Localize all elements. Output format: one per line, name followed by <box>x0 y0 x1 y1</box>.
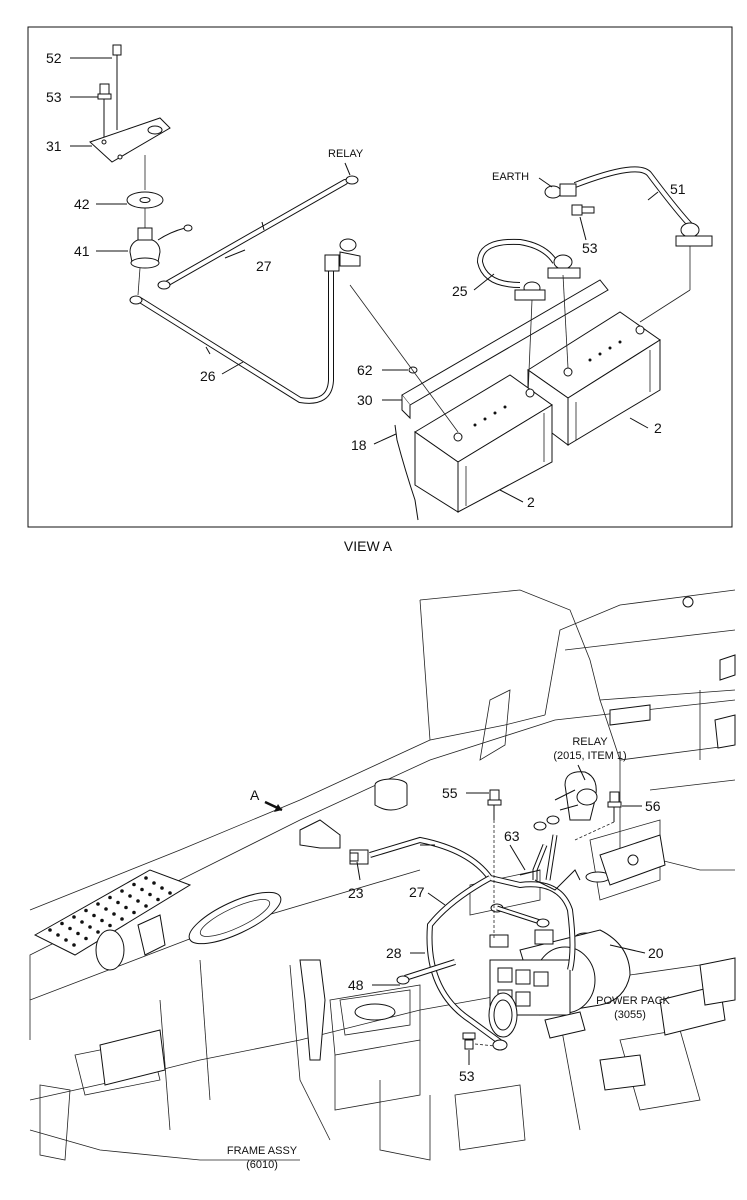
plate-hole <box>132 910 136 915</box>
relay-icon <box>554 771 598 821</box>
plate-hole <box>48 928 52 932</box>
plate-hole <box>104 907 108 911</box>
callout-26: 26 <box>200 368 216 384</box>
callout-28: 28 <box>386 945 402 961</box>
plate-hole <box>120 917 124 921</box>
bolt-52-icon <box>112 44 122 130</box>
power-pack-label-line1: POWER PACK <box>596 995 670 1007</box>
callout-62: 62 <box>357 362 373 378</box>
frame-assy-label-line1: FRAME ASSY <box>227 1145 298 1157</box>
callout-56: 56 <box>645 798 661 814</box>
callout-a: A <box>250 787 260 803</box>
plate-hole <box>88 925 92 929</box>
callout-25: 25 <box>452 283 468 299</box>
washer-42-icon <box>126 191 164 228</box>
bracket-31-icon <box>89 117 171 190</box>
callout-52: 52 <box>46 50 62 66</box>
plate-hole <box>72 915 76 919</box>
callout-53-top: 53 <box>46 89 62 105</box>
callout-31: 31 <box>46 138 62 154</box>
plate-hole <box>144 904 148 908</box>
plate-hole <box>152 881 156 885</box>
frame-bosses <box>95 596 736 1091</box>
cable-26-icon <box>129 238 361 404</box>
plate-hole <box>64 938 68 942</box>
callout-20: 20 <box>648 945 664 961</box>
callout-48: 48 <box>348 977 364 993</box>
plate-hole <box>132 882 136 887</box>
callout-2-right: 2 <box>654 420 662 436</box>
callout-55: 55 <box>442 785 458 801</box>
plate-hole <box>148 892 152 897</box>
bolt-53-icon <box>97 83 112 140</box>
callout-53: 53 <box>459 1068 475 1084</box>
plate-hole <box>56 933 60 937</box>
frame-assy-view: A 55 56 63 23 27 28 48 20 53 RELAY (2015… <box>29 589 736 1171</box>
plate-hole <box>112 912 116 916</box>
battery-right-icon <box>527 274 661 446</box>
power-pack-label-line2: (3055) <box>614 1009 646 1021</box>
battery-switch-41-icon <box>129 224 193 296</box>
frame-leaders <box>356 764 646 1065</box>
plate-hole <box>108 895 112 900</box>
perforated-plate-icon <box>33 869 192 956</box>
power-pack-icon <box>488 929 631 1039</box>
callout-27: 27 <box>409 884 425 900</box>
view-a-caption: VIEW A <box>344 538 393 554</box>
plate-hole <box>156 897 160 902</box>
callout-18: 18 <box>351 437 367 453</box>
plate-hole <box>124 905 128 910</box>
plate-hole <box>96 902 100 906</box>
plate-hole <box>72 943 76 947</box>
callout-27: 27 <box>256 258 272 274</box>
battery-bracket-30-icon <box>394 279 609 521</box>
plate-hole <box>108 923 112 928</box>
plate-hole <box>60 921 64 926</box>
plate-hole <box>68 926 72 931</box>
plate-hole <box>168 891 172 895</box>
callout-63: 63 <box>504 828 520 844</box>
plate-hole <box>116 900 120 905</box>
plate-hole <box>80 920 84 924</box>
plate-hole <box>160 886 164 890</box>
plate-hole <box>96 930 100 934</box>
cable-51-icon <box>544 166 713 323</box>
plate-hole <box>84 936 88 941</box>
relay-label-line1: RELAY <box>572 736 608 748</box>
callout-2-bottom: 2 <box>527 494 535 510</box>
frame-assy-label-line2: (6010) <box>246 1159 278 1171</box>
battery-left-icon <box>349 284 553 513</box>
view-a-leaders <box>70 57 659 503</box>
plate-hole <box>84 908 88 913</box>
plate-hole <box>76 931 80 936</box>
bolt-55-icon <box>487 789 502 940</box>
plate-hole <box>120 889 124 893</box>
callout-23: 23 <box>348 885 364 901</box>
view-arrow-icon <box>264 800 283 812</box>
plate-hole <box>136 899 140 903</box>
plate-hole <box>144 876 148 880</box>
callout-42: 42 <box>74 196 90 212</box>
plate-hole <box>140 887 144 892</box>
view-a-panel: 52 53 31 42 41 27 26 RELAY 25 EARTH 51 5… <box>27 26 733 528</box>
cable-27-icon <box>157 175 359 290</box>
callout-30: 30 <box>357 392 373 408</box>
callout-53-right: 53 <box>582 240 598 256</box>
bolt-53-icon <box>462 1032 496 1050</box>
plate-hole <box>128 894 132 898</box>
bolt-53-right-icon <box>571 204 595 216</box>
relay-label-line2: (2015, ITEM 1) <box>553 750 626 762</box>
view-a-frame <box>27 26 733 528</box>
plate-hole <box>100 918 104 923</box>
bolt-56-icon <box>574 791 622 841</box>
plate-hole <box>92 913 96 918</box>
relay-label: RELAY <box>328 148 364 160</box>
cable-25-icon <box>476 238 581 301</box>
earth-label: EARTH <box>492 171 529 183</box>
callout-41: 41 <box>74 243 90 259</box>
callout-51: 51 <box>670 181 686 197</box>
